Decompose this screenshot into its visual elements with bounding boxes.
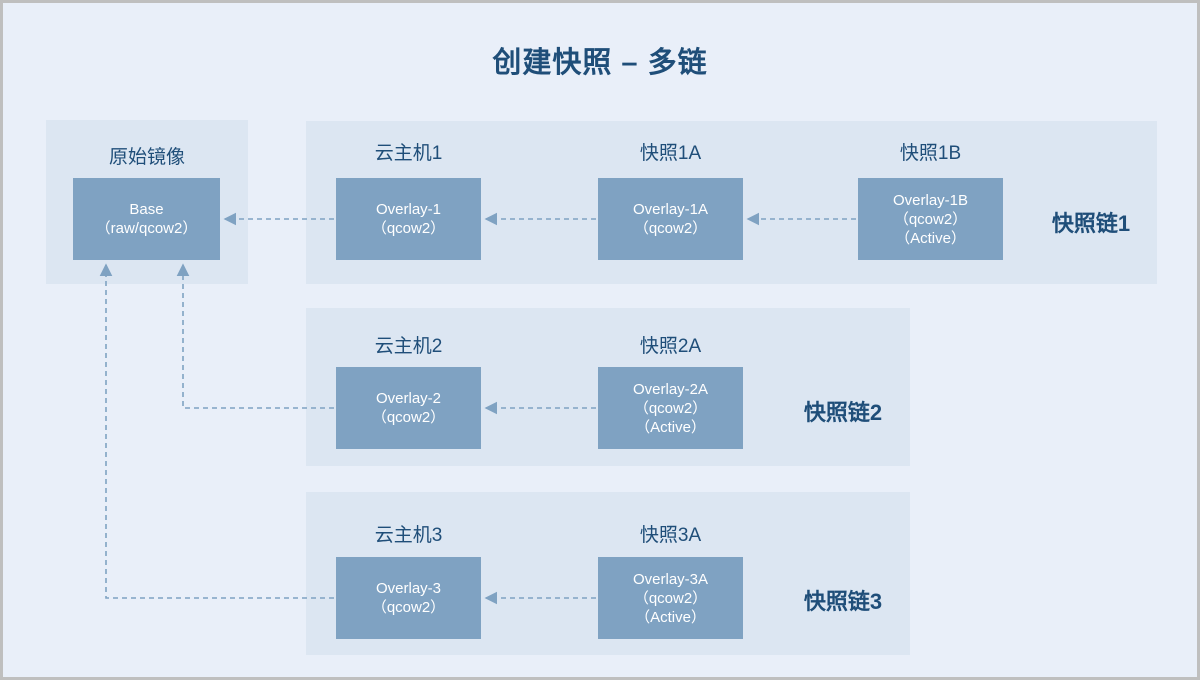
base-box-line1: Base xyxy=(129,201,164,218)
chain3-node2-box: Overlay-3A （qcow2） （Active） xyxy=(598,557,743,639)
chain1-name-label: 快照链1 xyxy=(1051,211,1131,236)
box-line: （qcow2） xyxy=(633,399,708,417)
chain3-node2-label: 快照3A xyxy=(639,525,702,546)
box-line: Overlay-2A xyxy=(632,380,709,398)
box-line: （qcow2） xyxy=(371,599,446,616)
chain3-node1-label: 云主机3 xyxy=(374,525,443,546)
chain1-node1-box: Overlay-1 （qcow2） xyxy=(336,178,481,260)
chain1-node3-label: 快照1B xyxy=(899,143,962,164)
box-line: Overlay-1B xyxy=(892,191,969,209)
box-line: Overlay-1 xyxy=(375,201,442,218)
chain2-node1-box: Overlay-2 （qcow2） xyxy=(336,367,481,449)
box-line: （qcow2） xyxy=(371,409,446,426)
base-node-box: Base （raw/qcow2） xyxy=(73,178,220,260)
box-line: （qcow2） xyxy=(893,210,968,228)
arrow-overlay3-to-base xyxy=(99,263,334,599)
chain3-node1-box: Overlay-3 （qcow2） xyxy=(336,557,481,639)
box-line: （qcow2） xyxy=(633,589,708,607)
box-line: Overlay-2 xyxy=(375,390,442,407)
chain2-node1-label: 云主机2 xyxy=(374,336,443,357)
chain1-node2-box: Overlay-1A （qcow2） xyxy=(598,178,743,260)
box-line: （Active） xyxy=(895,229,966,247)
box-line: （qcow2） xyxy=(371,220,446,237)
box-line: （Active） xyxy=(635,608,706,626)
chain1-node1-label: 云主机1 xyxy=(374,143,443,164)
chain2-name-label: 快照链2 xyxy=(803,400,883,425)
chain2-node2-label: 快照2A xyxy=(639,336,702,357)
page-title: 创建快照 – 多链 xyxy=(492,47,708,79)
base-panel-label: 原始镜像 xyxy=(108,147,185,168)
base-box-line2: （raw/qcow2） xyxy=(95,220,198,237)
box-line: Overlay-1A xyxy=(632,201,709,218)
chain1-node3-box: Overlay-1B （qcow2） （Active） xyxy=(858,178,1003,260)
box-line: （qcow2） xyxy=(633,220,708,237)
chain2-node2-box: Overlay-2A （qcow2） （Active） xyxy=(598,367,743,449)
box-line: （Active） xyxy=(635,418,706,436)
box-line: Overlay-3 xyxy=(375,580,442,597)
chain1-node2-label: 快照1A xyxy=(639,143,702,164)
box-line: Overlay-3A xyxy=(632,570,709,588)
chain3-name-label: 快照链3 xyxy=(803,589,883,614)
